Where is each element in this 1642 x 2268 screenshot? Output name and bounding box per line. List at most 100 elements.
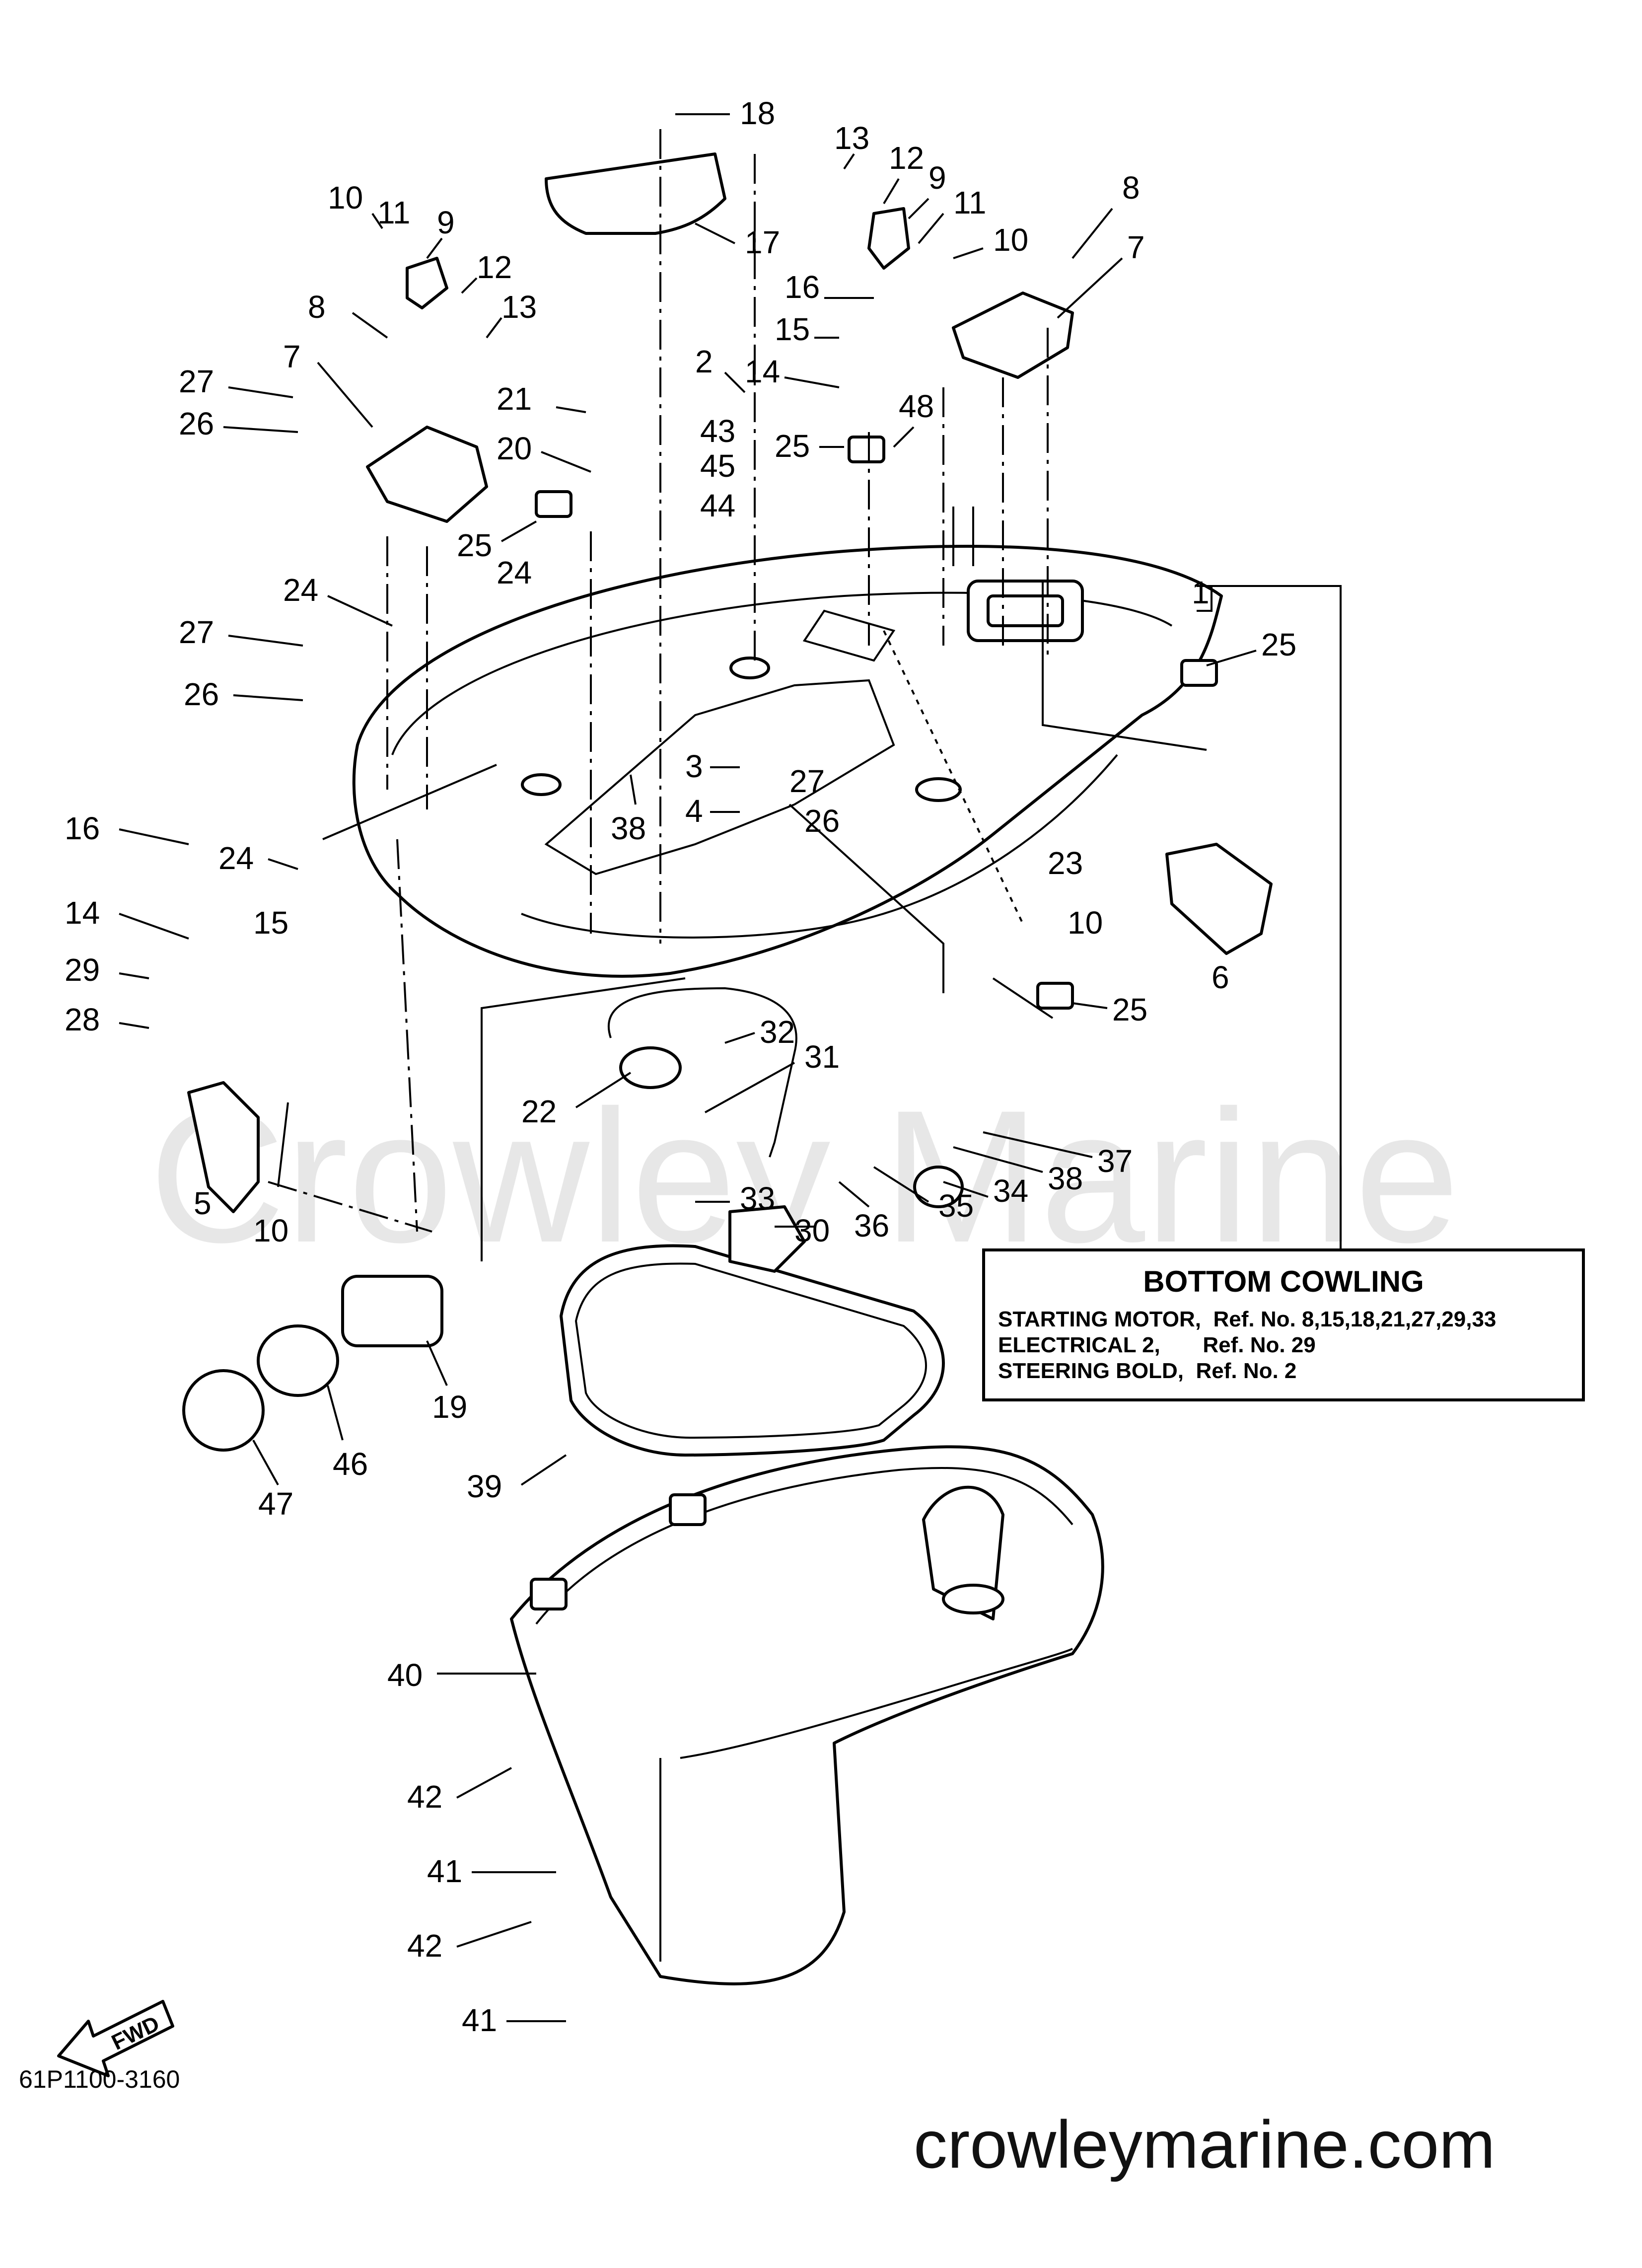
legend-title: BOTTOM COWLING [1143,1265,1424,1298]
callout-10-mid: 10 [1068,905,1103,941]
callout-17: 17 [745,224,780,260]
part-6-bracket [1165,843,1273,955]
legend-row-name: ELECTRICAL 2, [998,1333,1160,1357]
callout-45: 45 [700,448,735,484]
part-19-connector [341,1275,443,1347]
callout-42-a: 42 [407,1779,442,1815]
legend-row-ref: Ref. No. 8,15,18,21,27,29,33 [1213,1307,1497,1331]
legend-row-starting-motor: STARTING MOTOR, Ref. No. 8,15,18,21,27,2… [998,1307,1496,1332]
callout-26-c: 26 [804,803,840,839]
callout-4: 4 [685,793,703,829]
callout-11: 11 [377,195,410,230]
callout-23: 23 [1048,845,1083,881]
legend-row-ref: Ref. No. 2 [1196,1359,1297,1383]
callout-31: 31 [804,1039,840,1075]
callout-25-left: 25 [457,527,492,563]
callout-9-left: 9 [437,205,455,240]
callout-14: 14 [745,354,780,389]
part-9-right-clamp [867,207,910,270]
part-7-right-bracket [952,292,1074,379]
part-25-clip-a [535,490,572,518]
callout-27: 27 [179,364,214,399]
callout-16-left: 16 [65,810,100,846]
callout-38-b: 38 [1048,1161,1083,1196]
callout-6: 6 [1212,959,1229,995]
legend-row-steering-bold: STEERING BOLD, Ref. No. 2 [998,1359,1296,1384]
callout-44: 44 [700,488,735,523]
callout-12-left: 12 [477,249,512,285]
part-47-band [182,1369,265,1452]
callout-15: 15 [775,311,810,347]
part-34-nut [913,1166,964,1208]
callout-46: 46 [333,1446,368,1482]
callout-7-left: 7 [283,339,301,374]
callout-18: 18 [740,95,775,131]
callout-37: 37 [1097,1143,1133,1179]
callout-43: 43 [700,413,735,449]
callout-13: 13 [834,120,869,156]
callout-34: 34 [993,1173,1028,1209]
callout-40: 40 [387,1657,423,1693]
watermark-text: Crowley Marine [149,1071,1460,1283]
callout-1: 1 [1192,575,1210,610]
callout-48: 48 [899,388,934,424]
callout-33: 33 [740,1180,775,1216]
part-22-grommet [619,1046,682,1089]
callout-42-b: 42 [407,1928,442,1964]
callout-10-right: 10 [993,222,1028,258]
callout-26: 26 [179,406,214,441]
part-30-cap [728,1205,806,1273]
callout-24-c: 24 [218,840,254,876]
callout-2: 2 [695,344,713,379]
callout-41-a: 41 [427,1853,462,1889]
callout-15-left: 15 [253,905,288,941]
callout-27-c: 27 [789,763,825,799]
part-25-clip-b [848,436,885,463]
callout-29: 29 [65,952,100,988]
callout-19: 19 [432,1389,467,1425]
part-17-bracket [545,152,726,235]
legend-row-ref: Ref. No. 29 [1203,1333,1316,1357]
callout-21: 21 [497,381,532,417]
callout-28: 28 [65,1002,100,1037]
part-25-clip-d [1036,982,1074,1010]
callout-10: 10 [328,180,363,216]
callout-22: 22 [521,1094,557,1129]
callout-39: 39 [467,1468,502,1504]
drawing-code: 61P1100-3160 [19,2065,180,2093]
callout-47: 47 [258,1486,293,1522]
legend-row-name: STARTING MOTOR, [998,1307,1202,1331]
part-5-lever [187,1081,260,1213]
callout-32: 32 [760,1014,795,1050]
part-9-left-clamp [406,257,448,309]
callout-24-a: 24 [283,572,318,608]
callout-38-a: 38 [611,810,646,846]
part-25-clip-c [1180,659,1218,687]
part-7-left-bracket [366,426,488,523]
site-url: crowleymarine.com [914,2107,1496,2182]
callout-9: 9 [928,160,946,196]
callout-30: 30 [794,1213,830,1248]
lower-cowling-part [510,1445,1104,1985]
callout-35: 35 [938,1188,974,1224]
callout-13-left: 13 [501,289,537,325]
callout-10-left: 10 [253,1213,288,1248]
callout-7-right: 7 [1127,229,1145,265]
callout-8: 8 [1122,170,1140,206]
callout-8-left: 8 [308,289,326,325]
callout-41-b: 41 [462,2002,497,2038]
callout-36: 36 [854,1208,889,1244]
callout-16: 16 [785,269,820,305]
callout-25-top: 25 [775,428,810,464]
callout-14-left: 14 [65,895,100,931]
legend-row-electrical-2: ELECTRICAL 2, Ref. No. 29 [998,1333,1316,1358]
callout-20: 20 [497,431,532,466]
cowling-seal-gasket [560,1244,945,1457]
callout-12: 12 [889,140,924,176]
bottom-cowling-part [352,507,1223,978]
callout-24-b: 24 [497,555,532,590]
assembly-lines [268,129,1342,1261]
legend-box: BOTTOM COWLING STARTING MOTOR, Ref. No. … [982,1248,1585,1401]
callouts: 18 13 12 9 8 17 10 11 9 12 13 11 10 7 16… [65,95,1296,2038]
